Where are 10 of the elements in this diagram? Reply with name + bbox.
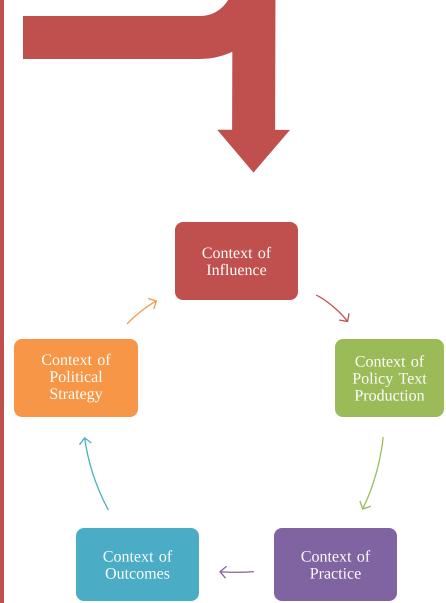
- process-box: Context of Outcomes: [76, 528, 199, 601]
- arrow: [316, 294, 350, 322]
- arrow: [359, 437, 384, 510]
- arrow: [79, 437, 109, 510]
- process-box: Context of Influence: [175, 222, 298, 300]
- arrow: [126, 298, 158, 324]
- process-box: Context of Political Strategy: [14, 339, 138, 417]
- process-box: Context of Practice: [274, 528, 397, 601]
- arrow: [219, 566, 254, 579]
- process-box: Context of Policy Text Production: [335, 339, 444, 417]
